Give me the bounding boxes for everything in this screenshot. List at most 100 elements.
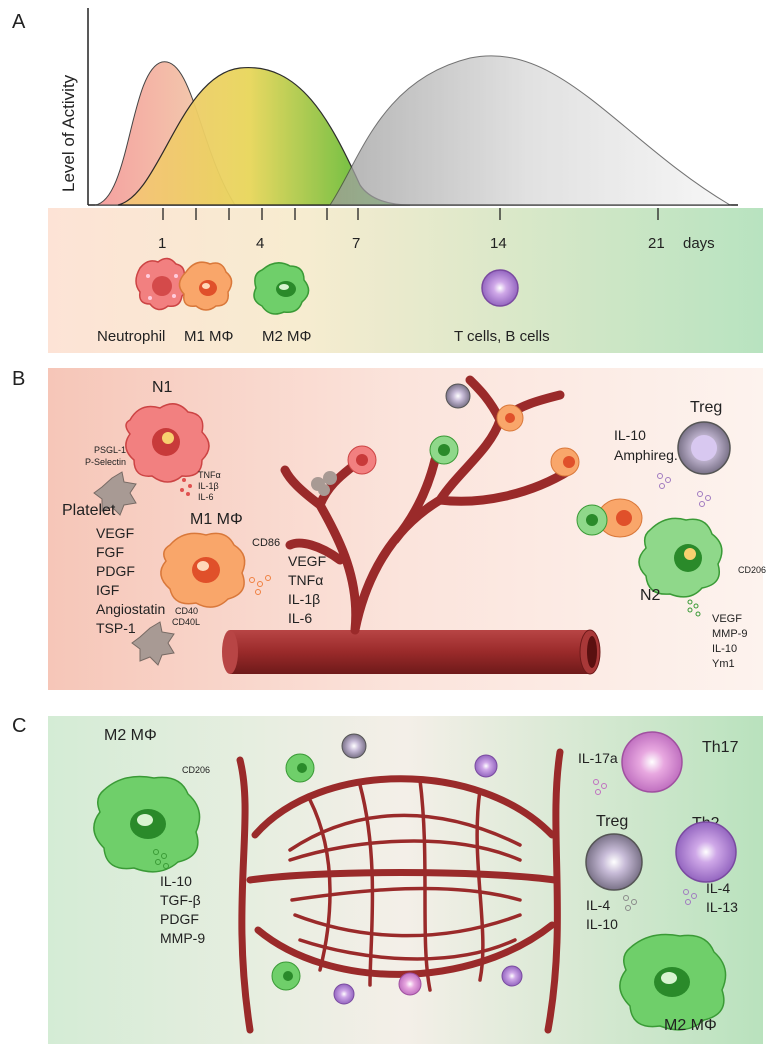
platelet-pdgf: PDGF (96, 563, 135, 579)
th2-il13: IL-13 (706, 899, 738, 915)
m2-left-secretion-dots (153, 849, 169, 869)
panel-a-letter: A (12, 11, 26, 33)
m2-macrophage-left (93, 775, 201, 873)
cd40-label: CD40 (175, 606, 198, 616)
platelet-angiostatin: Angiostatin (96, 601, 165, 617)
treg-c-label: Treg (596, 813, 628, 830)
platelet-igf: IGF (96, 582, 119, 598)
treg-c-il4: IL-4 (586, 897, 610, 913)
n1-il1b: IL-1β (198, 481, 219, 491)
treg-secretion-dots (657, 473, 711, 507)
platelet-bottom (131, 621, 175, 666)
n2-mmp9: MMP-9 (712, 628, 747, 640)
tcells-label: T cells, B cells (454, 328, 550, 345)
timeline-ticks (162, 208, 659, 220)
treg-il10: IL-10 (614, 427, 646, 443)
n1-tnfa: TNFα (198, 470, 221, 480)
cd86-label: CD86 (252, 537, 280, 549)
cd206-b-label: CD206 (738, 565, 766, 575)
small-lymph-bottom-2 (398, 972, 422, 996)
panel-c: C M2 MΦ CD206 (12, 715, 763, 1044)
vessel-platelets (311, 471, 337, 496)
m1-secretion-dots (249, 575, 271, 595)
small-lymph-top (341, 733, 367, 759)
m2-macrophage-right (619, 933, 727, 1031)
tick-21: 21 (648, 235, 665, 252)
small-lymph-bottom-1 (333, 983, 355, 1005)
n2-secretion-dots (687, 599, 701, 617)
small-m2-bottom (271, 961, 301, 991)
th17-cell (621, 731, 683, 793)
vessel-m1-small (496, 404, 524, 432)
treg-cell (677, 421, 731, 475)
platelet-fgf: FGF (96, 544, 124, 560)
lymphocyte-curve (329, 55, 732, 206)
n1-label: N1 (152, 379, 173, 396)
capillary-mesh (288, 778, 522, 992)
platelet-vegf: VEGF (96, 525, 134, 541)
psgl1-label: PSGL-1 (94, 445, 126, 455)
small-lymph-right (474, 754, 498, 778)
th17-label: Th17 (702, 739, 739, 756)
y-axis-label: Level of Activity (59, 74, 78, 192)
m1-b-label: M1 MΦ (190, 511, 243, 528)
vessel-m1-large (597, 498, 643, 538)
platelet-tsp1: TSP-1 (96, 620, 136, 636)
th2-cell (675, 821, 737, 883)
blood-vessel (222, 375, 601, 675)
n1-secretion-dots (180, 478, 192, 496)
vessel-m1-small-2 (550, 447, 580, 477)
m1-tnfa: TNFα (288, 572, 323, 588)
lymphocyte-cell (481, 269, 519, 307)
neutrophil-label: Neutrophil (97, 328, 165, 345)
treg-amphireg: Amphireg. (614, 447, 678, 463)
pselectin-label: P-Selectin (85, 457, 126, 467)
m1-vegf: VEGF (288, 553, 326, 569)
vessel-neutrophil (347, 445, 377, 475)
cd40l-label: CD40L (172, 617, 200, 627)
small-lymph-bottom-3 (501, 965, 523, 987)
m2-mmp9: MMP-9 (160, 930, 205, 946)
il17a-label: IL-17a (578, 750, 618, 766)
m2-c-right-label: M2 MΦ (664, 1017, 717, 1034)
m1-il1b: IL-1β (288, 591, 320, 607)
m1-label: M1 MΦ (184, 328, 234, 345)
n1-neutrophil (125, 403, 210, 483)
days-label: days (683, 235, 715, 252)
panel-b-letter: B (12, 368, 25, 390)
vessel-n2-small-2 (576, 504, 608, 536)
panel-b: B N1 PSGL-1 P-Selectin TNFα IL-1β IL-6 P… (12, 368, 766, 690)
platelet-top (93, 471, 137, 516)
m2-tgfb: TGF-β (160, 892, 201, 908)
n1-il6: IL-6 (198, 492, 214, 502)
capillary-network (236, 748, 564, 1034)
treg-b-label: Treg (690, 399, 722, 416)
vessel-lymphocyte (445, 383, 471, 409)
panel-a: A Level of Activity 1 4 7 14 21 days (12, 8, 763, 353)
n2-il10: IL-10 (712, 643, 737, 655)
n2-label: N2 (640, 587, 661, 604)
m2-macrophage-cell (253, 262, 310, 315)
m1-il6: IL-6 (288, 610, 312, 626)
m2-il10: IL-10 (160, 873, 192, 889)
treg-c-secretion-dots (623, 895, 637, 911)
treg-c-il10: IL-10 (586, 916, 618, 932)
n2-vegf: VEGF (712, 613, 742, 625)
m2-label: M2 MΦ (262, 328, 312, 345)
m1-macrophage (160, 532, 246, 608)
m1-macrophage-cell (178, 261, 233, 311)
tick-1: 1 (158, 235, 166, 252)
cd206-c-label: CD206 (182, 765, 210, 775)
n2-neutrophil (638, 517, 723, 598)
tick-7: 7 (352, 235, 360, 252)
small-m2-top (285, 753, 315, 783)
m2-pdgf: PDGF (160, 911, 199, 927)
platelet-label: Platelet (62, 502, 116, 519)
neutrophil-cell (135, 257, 189, 311)
treg-c-cell (585, 833, 643, 891)
th2-secretion-dots (683, 889, 697, 905)
n2-ym1: Ym1 (712, 658, 735, 670)
tick-14: 14 (490, 235, 507, 252)
vessel-n2-small (429, 435, 459, 465)
